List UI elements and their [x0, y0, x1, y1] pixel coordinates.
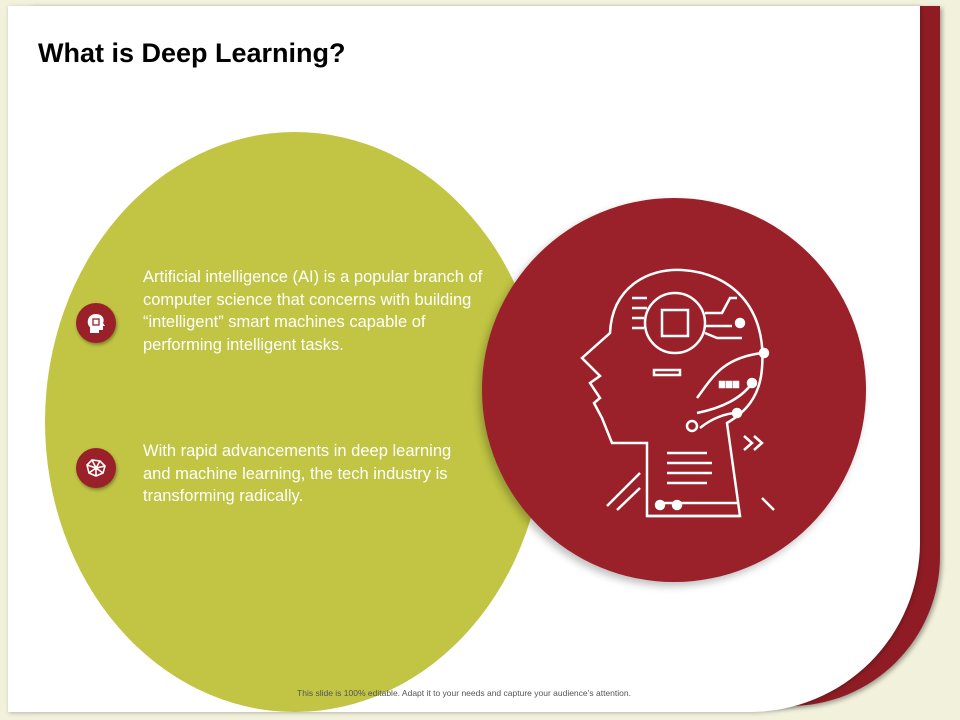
ai-head-illustration-icon — [580, 268, 775, 518]
ai-head-icon — [76, 303, 116, 343]
neural-brain-icon — [76, 448, 116, 488]
slide-card: What is Deep Learning? Artificial intell… — [8, 6, 920, 712]
point-text-ai: Artificial intelligence (AI) is a popula… — [143, 268, 483, 354]
footer-note: This slide is 100% editable. Adapt it to… — [297, 688, 631, 698]
page-title: What is Deep Learning? — [38, 38, 346, 68]
point-text-deep-learning: With rapid advancements in deep learning… — [143, 442, 452, 505]
green-circle — [45, 132, 545, 712]
red-circle — [482, 198, 866, 582]
